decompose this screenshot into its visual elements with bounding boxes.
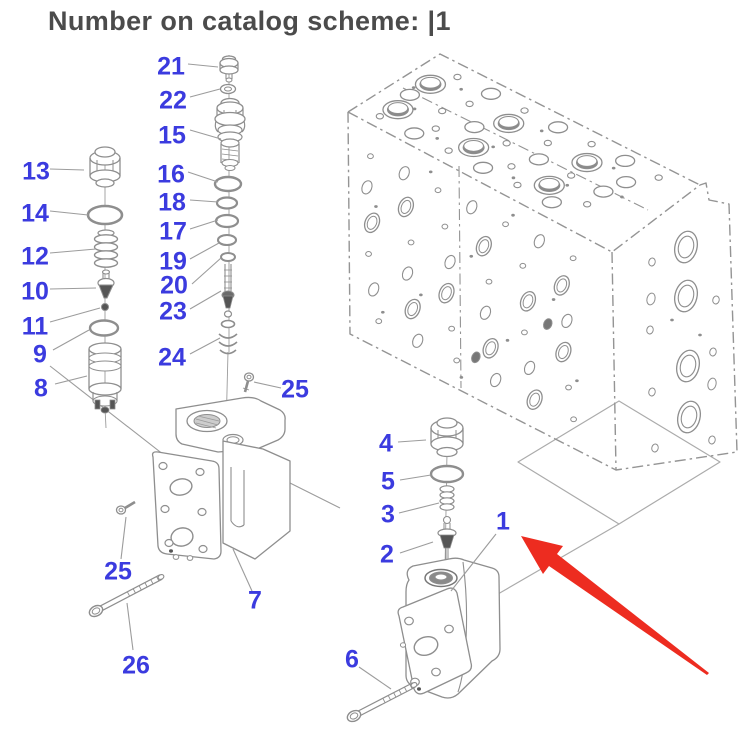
center-parts-stack [213,55,246,432]
valve-body-1 [397,557,501,699]
callout-5: 5 [381,467,395,496]
callout-21: 21 [157,52,185,81]
callout-12: 12 [21,242,49,271]
callout-13: 13 [22,157,50,186]
callout-18: 18 [158,188,186,217]
callout-16: 16 [157,160,185,189]
valve-body-7 [151,396,291,561]
callout-25-left: 25 [104,557,132,586]
callout-1: 1 [496,507,510,536]
callout-9: 9 [33,340,47,369]
leader-lines [49,63,497,690]
callout-8: 8 [34,374,48,403]
callout-24: 24 [158,343,186,372]
callout-3: 3 [381,500,395,529]
callout-17: 17 [159,217,187,246]
callout-2: 2 [380,540,394,569]
callout-7: 7 [248,586,262,615]
red-arrow [521,536,709,675]
relief-valve-stack [429,417,465,571]
callout-10: 10 [21,277,49,306]
callout-20: 20 [160,271,188,300]
callout-15: 15 [158,121,186,150]
main-valve-block [347,53,738,471]
callout-6: 6 [345,645,359,674]
callout-11: 11 [21,312,49,341]
page-title: Number on catalog scheme: |1 [48,6,451,36]
callout-22: 22 [159,86,187,115]
left-parts-stack [86,146,124,429]
callout-26: 26 [122,651,150,680]
callout-25-top: 25 [281,375,309,404]
callout-19: 19 [159,247,187,276]
callout-4: 4 [379,429,393,458]
bolts [88,372,418,723]
callout-23: 23 [159,297,187,326]
callout-14: 14 [21,199,49,228]
